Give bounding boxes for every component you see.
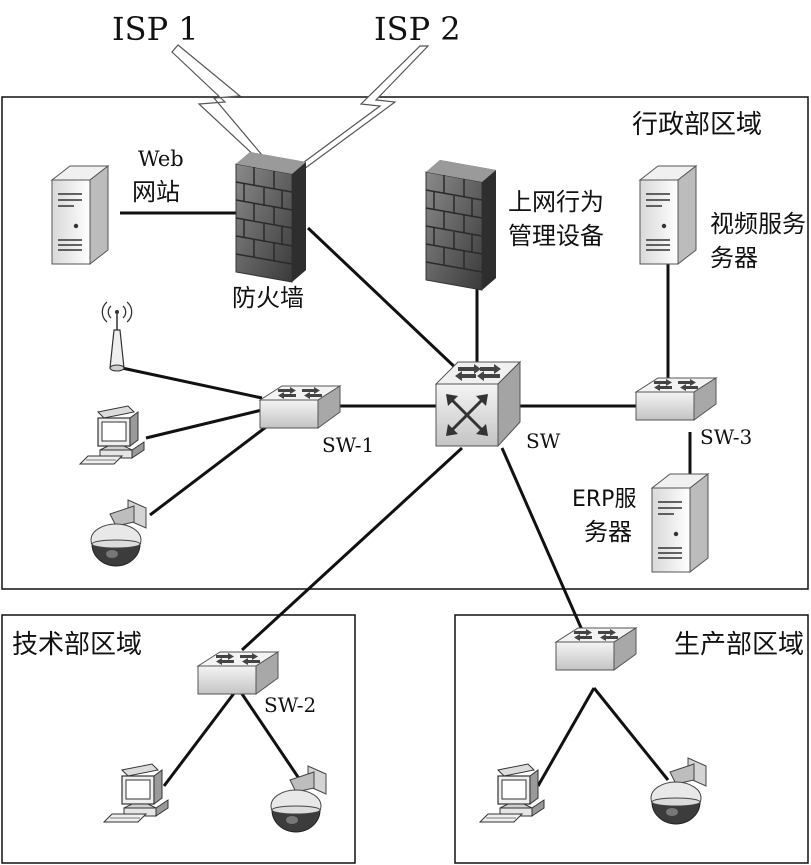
sw2-switch-icon <box>197 651 279 695</box>
link-prod-pc <box>536 687 596 787</box>
zone-admin-box <box>1 96 809 590</box>
tech-pc-icon <box>103 763 169 823</box>
firewall-label: 防火墙 <box>232 284 304 312</box>
production-pc-icon <box>479 763 545 823</box>
behavior-mgmt-label-line2: 管理设备 <box>508 222 604 250</box>
admin-pc-icon <box>79 405 145 465</box>
isp2-lightning-link-icon <box>295 45 430 173</box>
access-point-icon <box>101 301 133 372</box>
zone-tech-box <box>1 614 356 864</box>
core-switch-label: SW <box>526 429 561 453</box>
erp-server-label-line1: ERP服 <box>572 487 636 512</box>
sw3-switch-icon <box>635 377 717 421</box>
link-sw2-cam <box>236 687 302 781</box>
behavior-mgmt-label-line1: 上网行为 <box>508 188 604 216</box>
web-server-label-line1: Web <box>138 147 184 171</box>
core-switch-icon <box>434 360 522 448</box>
link-cam-sw1 <box>149 422 271 517</box>
erp-server-icon <box>651 473 709 573</box>
link-sw2-pc <box>162 687 240 787</box>
admin-camera-icon <box>90 499 147 567</box>
zone-tech-title: 技术部区域 <box>12 630 142 660</box>
zone-production-title: 生产部区域 <box>674 630 804 660</box>
video-server-label-line1: 视频服务 <box>710 210 806 238</box>
zone-admin-title: 行政部区域 <box>632 110 762 140</box>
isp1-label: ISP 1 <box>112 10 199 48</box>
link-sw-prod-switch <box>500 447 584 631</box>
video-server-icon <box>639 165 697 265</box>
isp2-label: ISP 2 <box>374 10 461 48</box>
video-server-label-line2: 务器 <box>710 244 758 272</box>
zone-production-box <box>454 614 809 864</box>
firewall-icon <box>235 151 307 283</box>
erp-server-label-line2: 务器 <box>584 518 632 546</box>
sw2-label: SW-2 <box>264 693 316 717</box>
isp1-lightning-link-icon <box>171 44 263 159</box>
sw1-switch-icon <box>259 385 341 429</box>
connection-lines <box>120 211 692 787</box>
sw1-label: SW-1 <box>322 433 374 457</box>
link-ap-sw1 <box>121 366 263 400</box>
link-prod-cam <box>592 687 670 781</box>
sw3-label: SW-3 <box>700 425 752 449</box>
web-server-label-line2: 网站 <box>132 178 180 206</box>
link-pc-sw1 <box>145 408 263 440</box>
link-firewall-sw <box>306 226 462 374</box>
web-server-icon <box>51 165 109 265</box>
behavior-mgmt-firewall-icon <box>425 159 497 291</box>
production-switch-icon <box>555 627 637 671</box>
link-sw-sw2 <box>240 446 464 652</box>
